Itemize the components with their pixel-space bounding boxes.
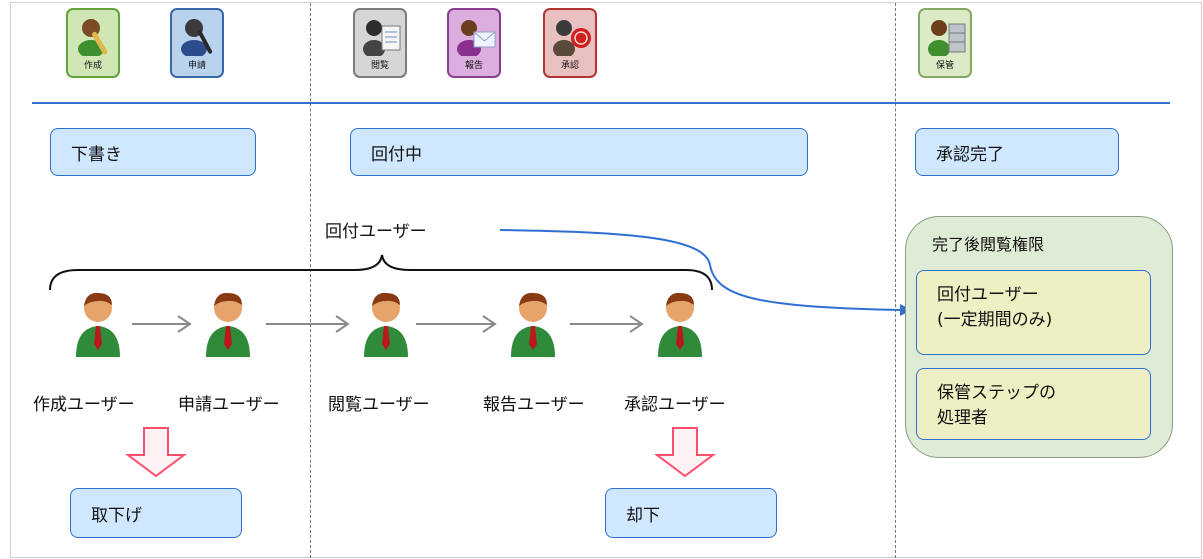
withdraw-down-arrow [125,427,187,478]
diagram-frame [10,2,1202,558]
permission-routing-users: 回付ユーザー (一定期間のみ) [916,270,1151,355]
viewer-user-figure [358,290,414,358]
phase-divider-2 [895,3,896,558]
header-separator [32,102,1170,104]
archive-step-icon: 保管 [918,8,972,78]
user-icon [658,292,702,357]
person-cabinet-icon [928,20,966,56]
creator-user-figure [70,290,126,358]
flow-arrows [132,315,644,333]
person-mail-icon [457,20,496,56]
view-step-icon: 閲覧 [353,8,407,78]
create-step-icon: 作成 [66,8,120,78]
routing-users-label: 回付ユーザー [325,222,427,242]
apply-step-icon: 申請 [170,8,224,78]
creator-user-label: 作成ユーザー [33,395,135,415]
person-pen-icon [181,19,213,56]
report-step-icon: 報告 [447,8,501,78]
approver-user-label: 承認ユーザー [624,395,726,415]
permission-archive-handler: 保管ステップの 処理者 [916,368,1151,440]
routing-permission-arrow [499,229,901,311]
person-stamp-icon [553,20,591,56]
permissions-title: 完了後閲覧権限 [932,235,1045,254]
user-icon [511,292,555,357]
person-document-icon [363,20,401,56]
reject-box: 却下 [605,488,777,538]
reporter-user-figure [505,290,561,358]
applicant-user-label: 申請ユーザー [178,395,280,415]
approved-phase-box: 承認完了 [915,128,1119,176]
approver-user-figure [652,290,708,358]
phase-divider-1 [310,3,311,558]
withdraw-box: 取下げ [70,488,242,538]
person-pencil-icon [78,19,108,56]
routing-brace [49,254,713,291]
reject-down-arrow [654,427,716,478]
approve-step-icon: 承認 [543,8,597,78]
viewer-user-label: 閲覧ユーザー [328,395,430,415]
user-icon [364,292,408,357]
user-icon [76,292,120,357]
routing-phase-box: 回付中 [350,128,808,176]
reporter-user-label: 報告ユーザー [483,395,585,415]
draft-phase-box: 下書き [50,128,256,176]
applicant-user-figure [200,290,256,358]
user-icon [206,292,250,357]
